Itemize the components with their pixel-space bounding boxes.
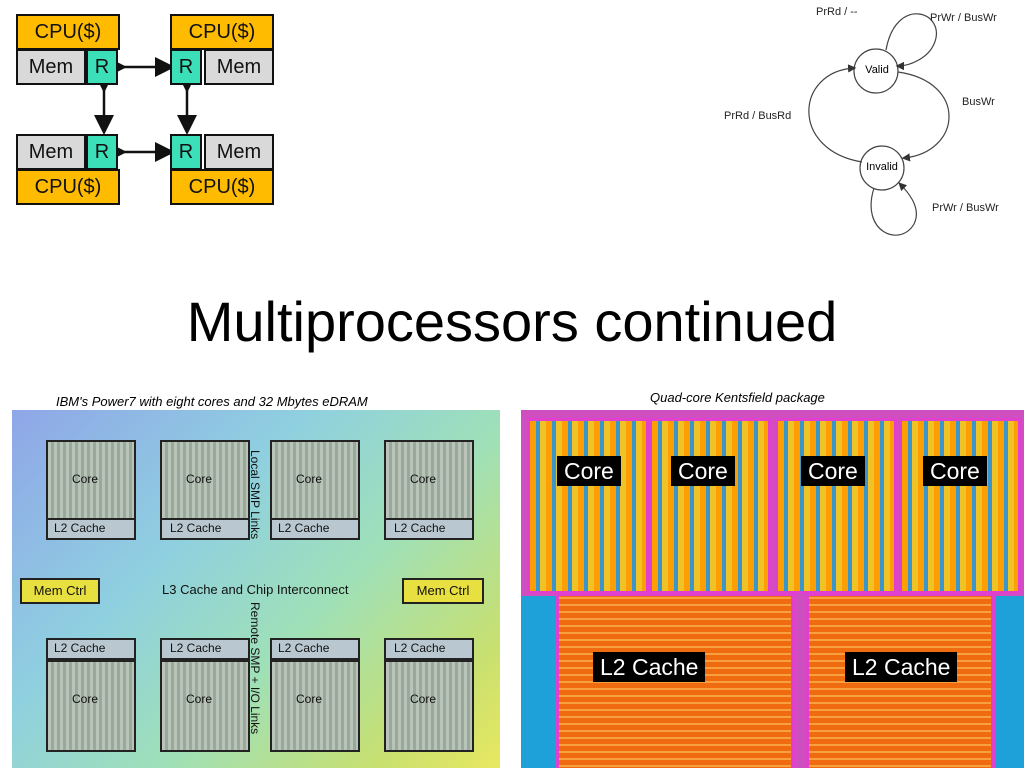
l2-cache-label: L2 Cache <box>394 641 446 655</box>
die-l2-block <box>46 518 136 540</box>
cpu-cache-box: CPU($) <box>16 14 120 50</box>
die-l2-block <box>160 518 250 540</box>
remote-smp-label: Remote SMP + I/O Links <box>248 602 262 735</box>
transition-label: PrWr / BusWr <box>932 202 999 214</box>
l3-cache-label: L3 Cache and Chip Interconnect <box>162 582 349 597</box>
l2-cache-label: L2 Cache <box>593 652 706 682</box>
die-core-block <box>649 418 771 594</box>
local-smp-label: Local SMP Links <box>248 450 262 540</box>
mem-ctrl-block: Mem Ctrl <box>402 578 484 604</box>
core-label: Core <box>296 692 323 706</box>
die-l2-block <box>46 638 136 660</box>
power7-caption: IBM's Power7 with eight cores and 32 Mby… <box>56 394 368 409</box>
transition-label: PrWr / BusWr <box>930 12 997 24</box>
core-label: Core <box>296 472 323 486</box>
kentsfield-die-image: Core Core Core Core L2 Cache L2 Cache <box>521 410 1024 768</box>
cpu-cache-box: CPU($) <box>170 14 274 50</box>
core-label: Core <box>801 456 865 486</box>
router-box: R <box>86 134 118 170</box>
power7-die-image: Core Core Core Core L2 Cache L2 Cache L2… <box>12 410 500 768</box>
l2-cache-label: L2 Cache <box>278 521 330 535</box>
die-l2-block <box>270 518 360 540</box>
cpu-cache-box: CPU($) <box>16 169 120 205</box>
mesh-links <box>94 57 197 162</box>
die-core-block <box>270 440 360 532</box>
die-core-block <box>46 660 136 752</box>
core-label: Core <box>410 472 437 486</box>
core-label: Core <box>72 472 99 486</box>
core-label: Core <box>186 472 213 486</box>
l2-cache-label: L2 Cache <box>170 641 222 655</box>
die-core-block <box>527 418 649 594</box>
core-label: Core <box>186 692 213 706</box>
die-core-block <box>899 418 1021 594</box>
kentsfield-caption: Quad-core Kentsfield package <box>650 390 825 405</box>
die-core-block <box>160 440 250 532</box>
valid-to-invalid-arc <box>897 71 950 162</box>
invalid-state-circle <box>859 145 905 191</box>
router-box: R <box>170 49 202 85</box>
die-core-block <box>384 660 474 752</box>
die-l2-block <box>384 518 474 540</box>
die-io-strip <box>521 596 555 768</box>
die-l2-block <box>384 638 474 660</box>
state-diagram-graphics <box>808 13 950 236</box>
transition-label: BusWr <box>962 96 995 108</box>
core-label: Core <box>72 692 99 706</box>
invalid-self-loop <box>870 182 917 236</box>
die-l2-block <box>270 638 360 660</box>
die-core-block <box>160 660 250 752</box>
core-label: Core <box>410 692 437 706</box>
router-box: R <box>170 134 202 170</box>
l2-cache-label: L2 Cache <box>170 521 222 535</box>
die-core-block <box>384 440 474 532</box>
invalid-to-valid-arc <box>808 64 863 163</box>
node-mesh-diagram: CPU($) Mem R CPU($) R Mem Mem R CPU($) R… <box>0 0 300 220</box>
valid-state-label: Valid <box>865 64 889 76</box>
memory-box: Mem <box>204 134 274 170</box>
transition-label: PrRd / BusRd <box>724 110 792 122</box>
memory-box: Mem <box>16 49 86 85</box>
core-label: Core <box>671 456 735 486</box>
core-label: Core <box>557 456 621 486</box>
l2-cache-label: L2 Cache <box>845 652 958 682</box>
l2-cache-label: L2 Cache <box>54 641 106 655</box>
slide-title: Multiprocessors continued <box>186 290 838 353</box>
die-core-block <box>775 418 897 594</box>
cpu-cache-box: CPU($) <box>170 169 274 205</box>
l2-cache-label: L2 Cache <box>394 521 446 535</box>
transition-label: PrRd / -- <box>816 6 858 18</box>
invalid-state-label: Invalid <box>866 161 898 173</box>
die-l2-block <box>160 638 250 660</box>
coherence-state-diagram: Valid Invalid PrRd / -- PrWr / BusWr PrR… <box>700 0 1024 250</box>
memory-box: Mem <box>16 134 86 170</box>
memory-box: Mem <box>204 49 274 85</box>
core-label: Core <box>923 456 987 486</box>
router-box: R <box>86 49 118 85</box>
l2-cache-label: L2 Cache <box>54 521 106 535</box>
die-core-block <box>270 660 360 752</box>
l2-cache-label: L2 Cache <box>278 641 330 655</box>
mem-ctrl-block: Mem Ctrl <box>20 578 100 604</box>
valid-self-loop <box>885 13 937 71</box>
die-core-block <box>46 440 136 532</box>
